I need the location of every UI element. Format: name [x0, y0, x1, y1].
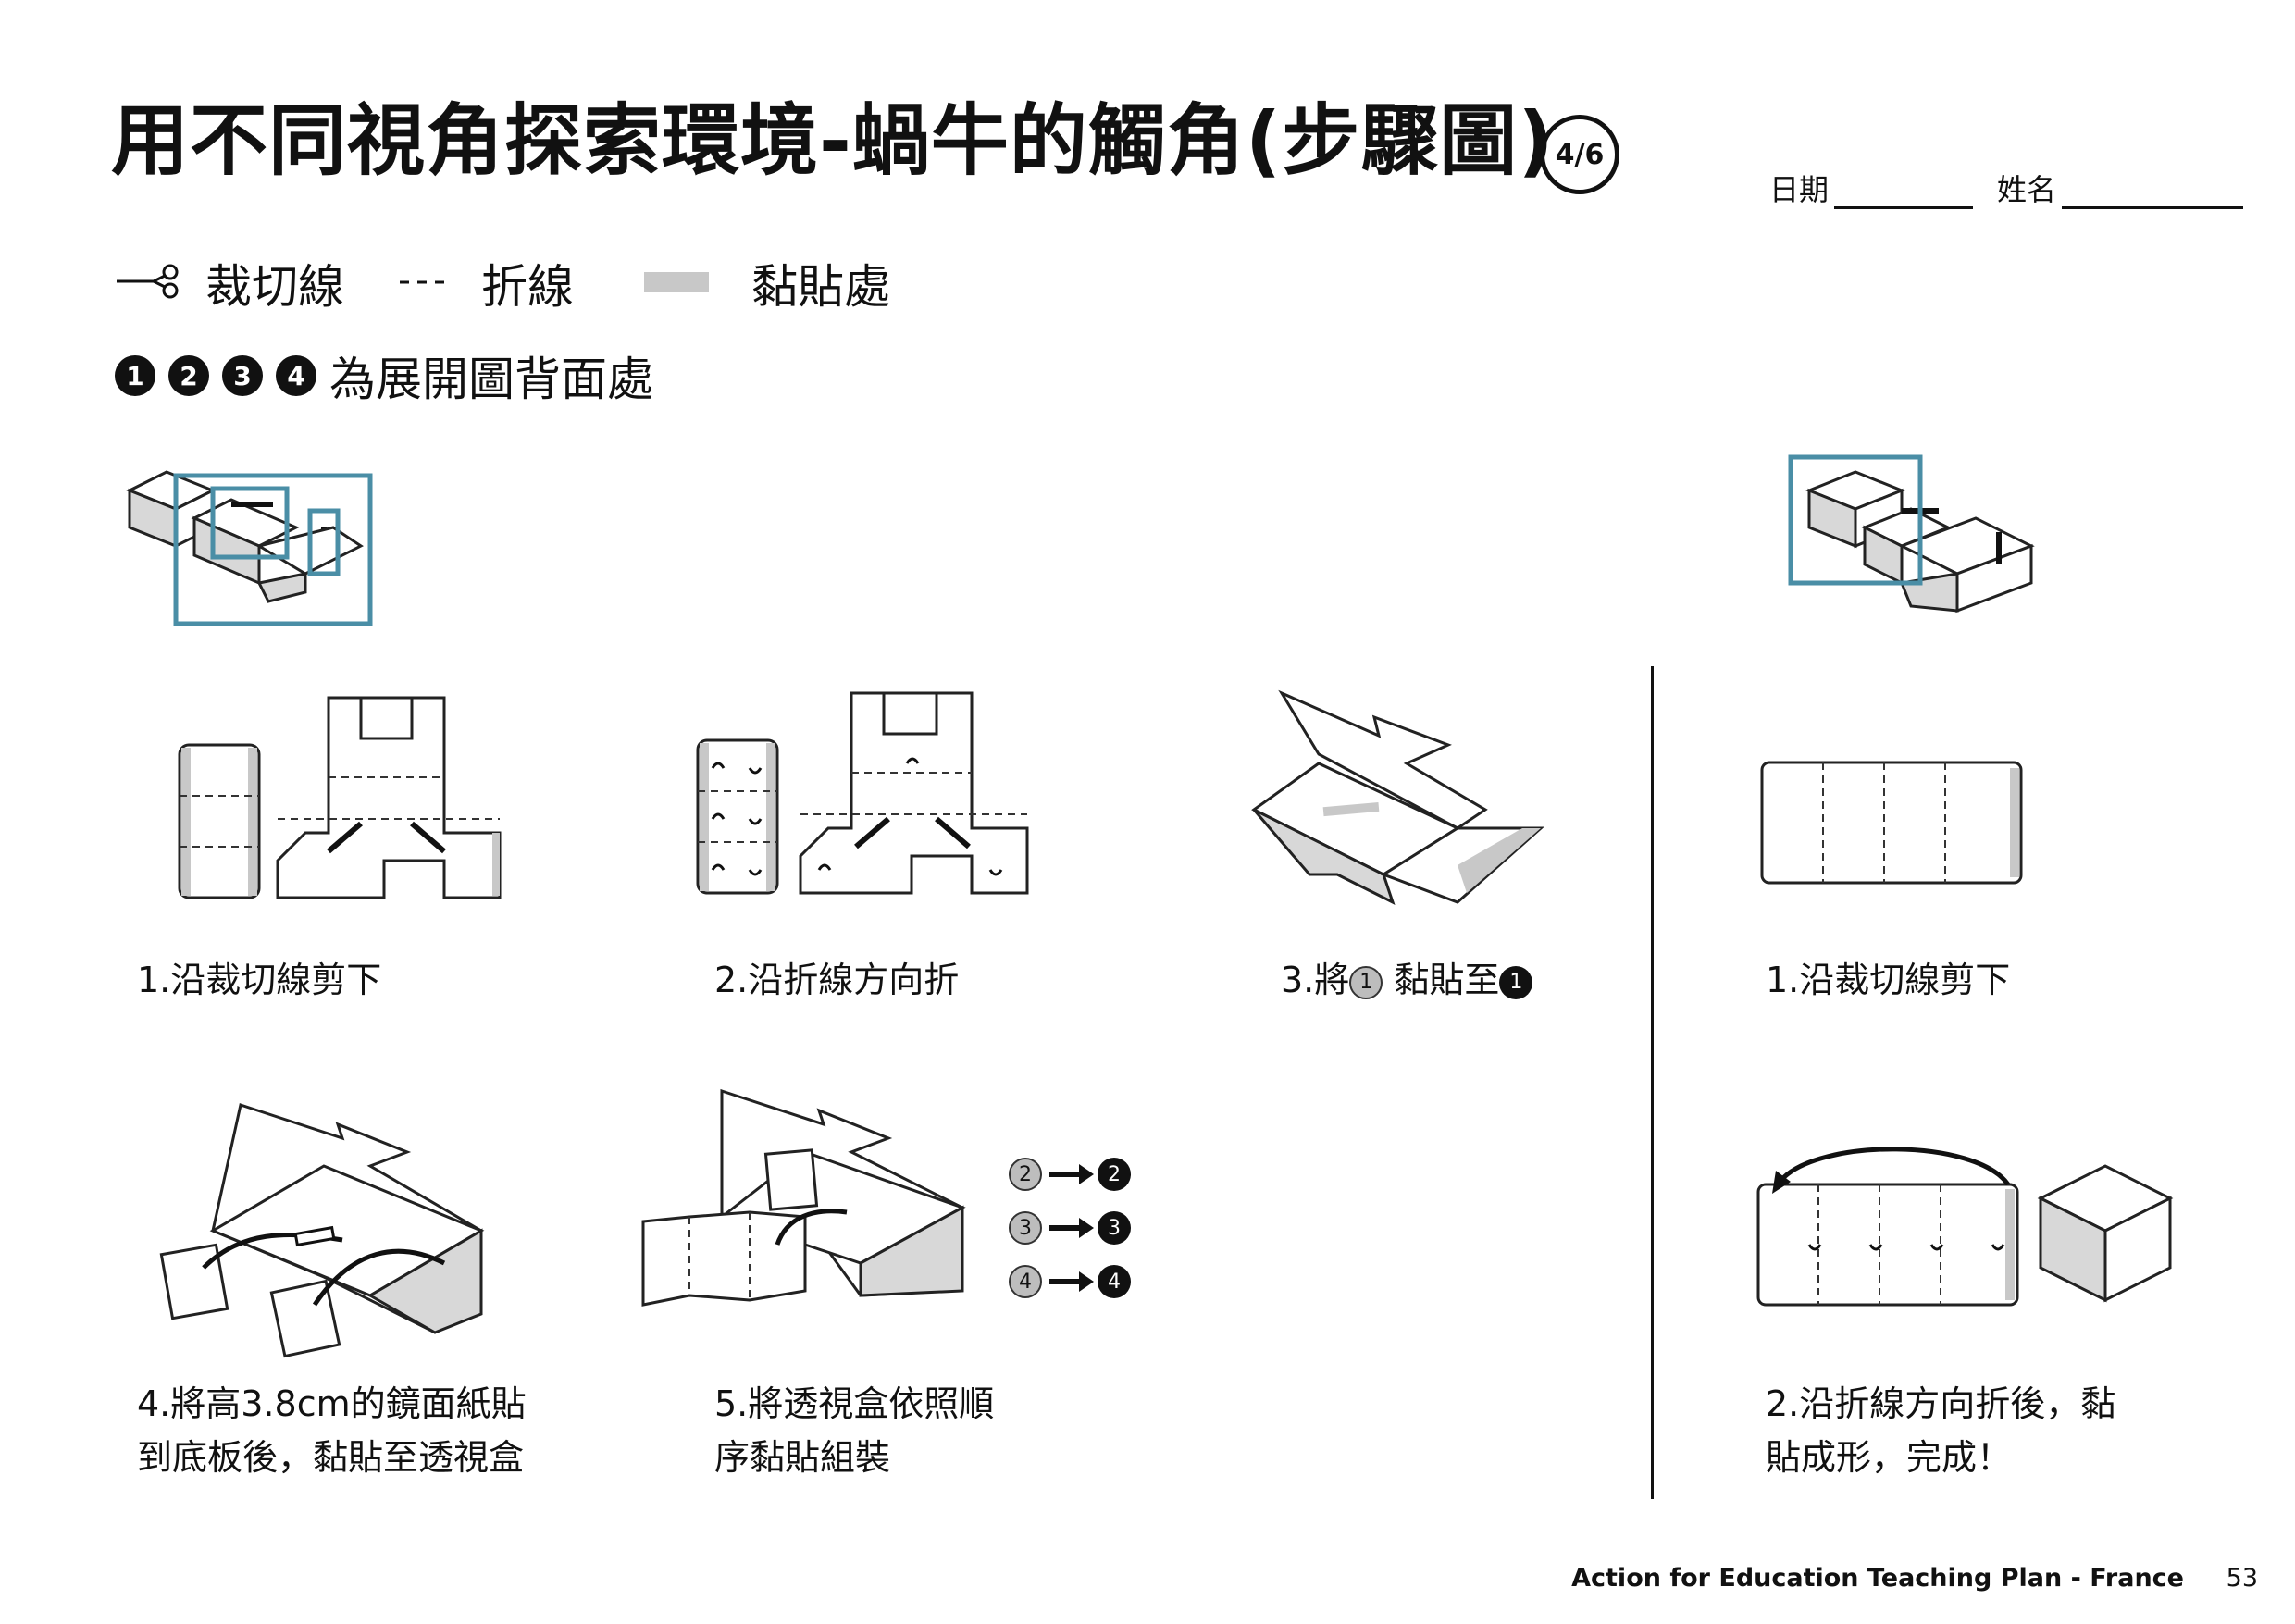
step1-diagram: [178, 696, 502, 899]
overview-diagram-right: [1788, 454, 2035, 614]
right-arrow-icon: [1049, 1218, 1094, 1238]
page-badge: 4/6: [1540, 115, 1619, 194]
right-step1-diagram: [1760, 761, 2023, 885]
name-blank[interactable]: [2062, 179, 2244, 209]
number-badge: 4: [276, 355, 316, 396]
sequence-row: 3 3: [1009, 1201, 1131, 1255]
step3-middle: 黏貼至: [1394, 960, 1500, 1000]
sequence-row: 2 2: [1009, 1147, 1131, 1201]
page-title: 用不同視角探索環境-蝸牛的觸角(步驟圖): [111, 95, 1555, 186]
step3-prefix: 3.將: [1281, 960, 1350, 1000]
number-badge: 3: [222, 355, 263, 396]
name-field: 姓名: [1997, 167, 2244, 209]
caption-line: 到底板後，黏貼至透視盒: [137, 1437, 525, 1478]
number-badge-outline: 2: [1009, 1158, 1042, 1191]
back-note-text: 為展開圖背面處: [329, 353, 653, 406]
glue-area-swatch: [644, 272, 709, 292]
caption-line: 4.將高3.8cm的鏡面紙貼: [137, 1383, 527, 1424]
right-step2-caption: 2.沿折線方向折後，黏 貼成形，完成！: [1766, 1377, 2115, 1484]
number-badge: 1: [115, 355, 155, 396]
step-caption: 2.沿折線方向折: [714, 960, 960, 1000]
fold-line-icon: [400, 280, 452, 284]
overview-diagram-left: [126, 470, 373, 626]
right-arrow-icon: [1049, 1164, 1094, 1184]
number-badge-outline: 1: [1349, 965, 1383, 999]
number-badge-outline: 4: [1009, 1265, 1042, 1298]
caption-line: 2.沿折線方向折後，黏: [1766, 1383, 2116, 1424]
page-number: 53: [2226, 1564, 2258, 1593]
sequence-row: 4 4: [1009, 1255, 1131, 1308]
step4-caption: 4.將高3.8cm的鏡面紙貼 到底板後，黏貼至透視盒: [137, 1377, 527, 1484]
assembly-sequence: 2 2 3 3 4 4: [1009, 1147, 1131, 1308]
column-divider: [1651, 666, 1654, 1499]
glue-area-label: 黏貼處: [751, 260, 890, 314]
date-field: 日期: [1769, 167, 1974, 209]
caption-line: 貼成形，完成！: [1766, 1437, 2013, 1478]
step5-caption: 5.將透視盒依照順 序黏貼組裝: [714, 1377, 994, 1484]
step2-diagram: [696, 691, 1029, 895]
cut-line-label: 裁切線: [205, 260, 344, 314]
name-label: 姓名: [1997, 172, 2057, 207]
step5-diagram: [641, 1088, 966, 1307]
step3-diagram: [1251, 689, 1544, 905]
step4-diagram: [159, 1103, 485, 1358]
scissors-icon: [117, 264, 179, 299]
caption-line: 序黏貼組裝: [714, 1437, 891, 1478]
date-blank[interactable]: [1834, 179, 1974, 209]
date-label: 日期: [1769, 172, 1830, 207]
number-badge-outline: 3: [1009, 1211, 1042, 1245]
right-arrow-icon: [1049, 1271, 1094, 1292]
step-caption: 1.沿裁切線剪下: [1766, 960, 2011, 1000]
number-badge: 3: [1098, 1211, 1131, 1245]
fold-line-label: 折線: [481, 260, 574, 314]
right-step2-diagram: [1756, 1147, 2174, 1307]
number-badge: 4: [1098, 1265, 1131, 1298]
caption-line: 5.將透視盒依照順: [714, 1383, 995, 1424]
step-caption: 1.沿裁切線剪下: [137, 960, 382, 1000]
number-badge: 2: [1098, 1158, 1131, 1191]
footer-text: Action for Education Teaching Plan - Fra…: [1571, 1564, 2184, 1593]
number-badge: 1: [1499, 965, 1533, 999]
number-badge: 2: [168, 355, 209, 396]
